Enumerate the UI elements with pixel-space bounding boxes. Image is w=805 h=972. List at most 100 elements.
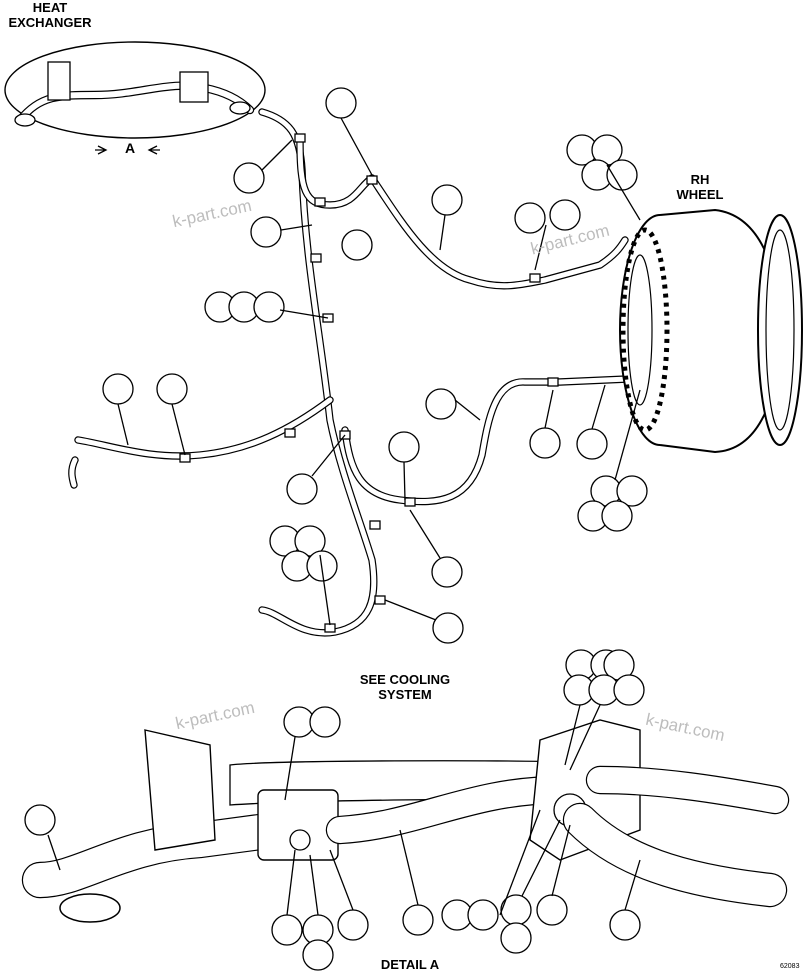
callout-balloon-51	[609, 909, 641, 941]
leader-18	[384, 599, 437, 621]
left-branch-hose-core	[75, 397, 333, 459]
callout-balloon-3	[250, 216, 282, 248]
leader-24	[309, 854, 319, 916]
heat-exchanger-port-left	[14, 113, 36, 127]
callout-balloon-26	[431, 556, 463, 588]
arrow-right-to-a	[95, 145, 108, 155]
clamp-12	[324, 623, 336, 633]
heat-exchanger-port-right	[229, 101, 251, 115]
callout-balloon-40	[24, 804, 56, 836]
callout-balloon-18	[529, 427, 561, 459]
callout-balloon-11	[606, 159, 638, 191]
clamp-6	[314, 197, 326, 207]
callout-balloon-44	[337, 909, 369, 941]
leader-20	[569, 704, 601, 771]
heat-exchanger-valve-left	[47, 61, 71, 101]
leader-15	[403, 461, 406, 501]
view-a-marker: A	[124, 140, 136, 156]
leader-6	[606, 164, 641, 221]
leader-30	[624, 859, 641, 911]
callout-balloon-45	[402, 904, 434, 936]
see-cooling-system-label: SEE COOLING SYSTEM	[359, 672, 451, 702]
clamp-14	[284, 428, 296, 438]
leader-17	[319, 554, 331, 626]
callout-balloon-41	[271, 914, 303, 946]
detail-right-upper-hose-core	[587, 767, 788, 813]
leader-5	[534, 224, 547, 271]
callout-balloon-6	[514, 202, 546, 234]
leader-11	[544, 389, 554, 429]
leader-12	[591, 384, 606, 430]
left-branch-end-core	[69, 457, 78, 488]
callout-balloon-7	[549, 199, 581, 231]
clamp-8	[547, 377, 559, 387]
detail-left-bracket	[144, 729, 216, 851]
heat-exchanger-label: HEAT EXCHANGER	[8, 0, 92, 30]
wheel-tire-inner	[765, 229, 795, 431]
detail-left-pipe-end	[59, 893, 121, 923]
leader-16	[409, 509, 441, 559]
clamp-9	[404, 497, 416, 507]
leader-25	[329, 849, 354, 911]
clamp-2	[310, 253, 322, 263]
callout-balloon-47	[467, 899, 499, 931]
leader-27	[499, 809, 541, 916]
leader-3	[280, 224, 313, 231]
leader-13	[614, 389, 641, 481]
callout-balloon-17	[425, 388, 457, 420]
wheel-gear-ring	[620, 227, 670, 433]
callout-balloon-19	[576, 428, 608, 460]
callout-balloon-24	[286, 473, 318, 505]
leader-22	[47, 834, 61, 871]
detail-right-hose-core	[564, 804, 786, 906]
leader-9	[171, 403, 186, 456]
arrow-left-to-a	[147, 145, 160, 155]
detail-a-ellipse	[4, 41, 266, 139]
clamp-13	[179, 453, 191, 463]
callout-balloon-4	[341, 229, 373, 261]
clamp-7	[529, 273, 541, 283]
wheel-tire-face	[757, 214, 803, 446]
detail-mid-hose-core	[327, 777, 573, 843]
callout-balloon-37	[613, 674, 645, 706]
callout-balloon-2	[233, 162, 265, 194]
callout-balloon-39	[309, 706, 341, 738]
heat-exchanger-valve-right	[179, 71, 209, 103]
detail-valve-port	[289, 829, 311, 851]
leader-26	[399, 829, 419, 906]
leader-8	[117, 403, 129, 446]
callout-balloon-14	[253, 291, 285, 323]
leader-19	[564, 704, 581, 766]
figure-code: 62083	[780, 963, 800, 970]
callout-balloon-25	[388, 431, 420, 463]
leader-1	[340, 117, 373, 176]
detail-left-pipe-core	[23, 815, 277, 897]
callout-balloon-31	[432, 612, 464, 644]
leader-23	[286, 849, 296, 916]
callout-balloon-43	[302, 939, 334, 971]
clamp-5	[366, 175, 378, 185]
leader-14	[311, 434, 346, 477]
callout-balloon-21	[616, 475, 648, 507]
clamp-11	[374, 595, 386, 605]
leader-21	[284, 736, 296, 801]
callout-balloon-15	[102, 373, 134, 405]
leader-4	[439, 214, 446, 251]
leader-10	[454, 399, 481, 421]
clamp-1	[294, 133, 306, 143]
lower-wheel-hose-core	[342, 375, 653, 505]
callout-balloon-5	[431, 184, 463, 216]
clamp-10	[369, 520, 381, 530]
detail-a-label: DETAIL A	[380, 957, 440, 972]
rh-wheel-label: RH WHEEL	[676, 172, 724, 202]
leader-2	[261, 139, 293, 171]
leader-29	[551, 824, 571, 897]
callout-balloon-16	[156, 373, 188, 405]
wheel-inner-plate	[627, 254, 653, 406]
leader-7	[279, 309, 329, 319]
callout-balloon-49	[500, 922, 532, 954]
leader-28	[521, 819, 561, 897]
callout-balloon-23	[601, 500, 633, 532]
